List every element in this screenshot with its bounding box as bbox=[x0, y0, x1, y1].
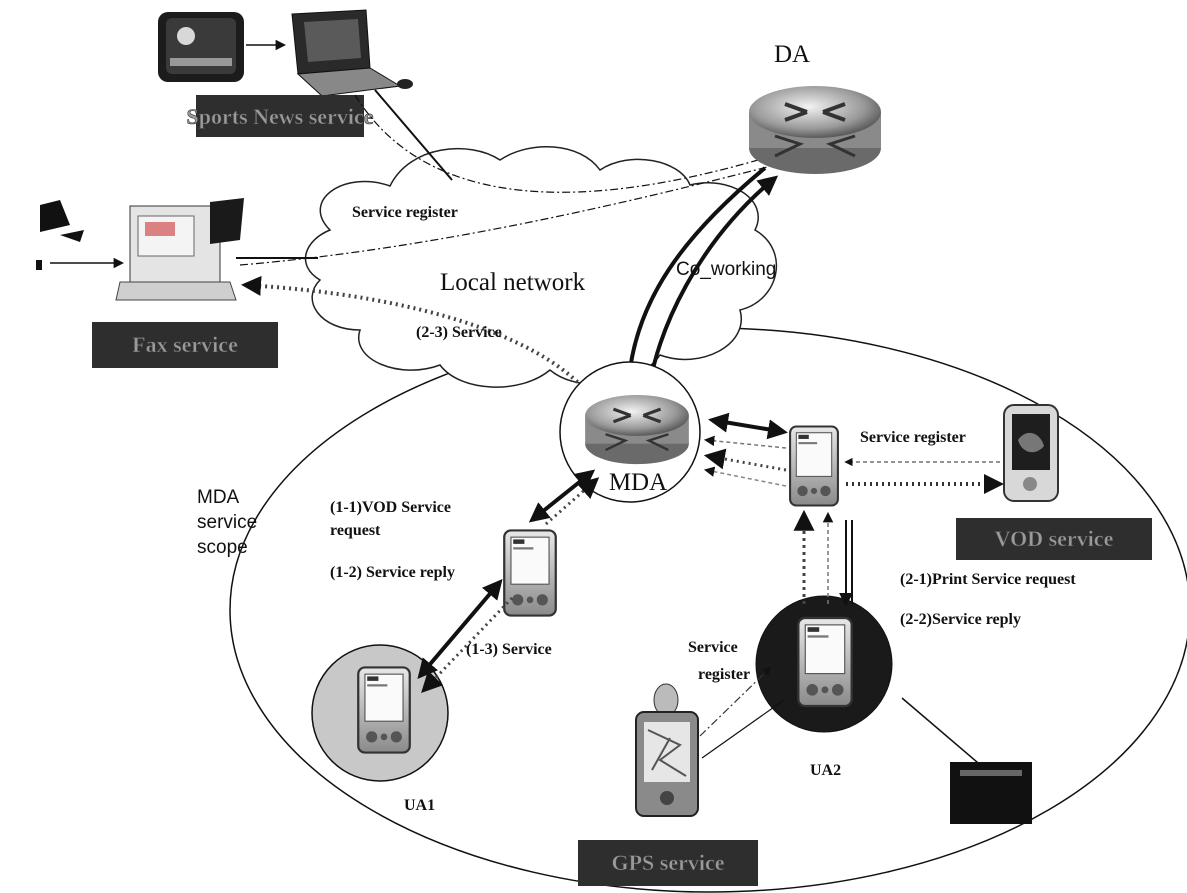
vod-device-icon bbox=[1003, 404, 1059, 502]
ua2-to-printer-line bbox=[901, 697, 985, 769]
sports-news-service-label: Sports News service bbox=[187, 104, 374, 129]
printer-icon bbox=[950, 762, 1032, 824]
ua1-proxy-pda-icon bbox=[503, 529, 557, 617]
proxy-ua1-double-arrow bbox=[417, 578, 503, 680]
da-label: DA bbox=[774, 41, 810, 68]
co-working-arrow-down bbox=[618, 166, 767, 399]
local-network-label: Local network bbox=[440, 269, 586, 296]
sports-register-dashed bbox=[354, 94, 776, 193]
fax-icon bbox=[115, 198, 244, 301]
fax-service-box: Fax service bbox=[92, 322, 278, 368]
ua2-pda-icon bbox=[797, 616, 853, 708]
service-reply-12-label: (1-2) Service reply bbox=[330, 564, 455, 581]
local-network-cloud bbox=[304, 145, 778, 388]
service-register-top-label: Service register bbox=[352, 204, 458, 221]
scope-label-line3: scope bbox=[197, 537, 248, 558]
scanner-icon bbox=[36, 200, 84, 270]
gps-service-box: GPS service bbox=[578, 840, 758, 886]
relay-to-mda-dashed-1 bbox=[703, 435, 787, 449]
mda-router-icon bbox=[583, 393, 691, 466]
mda-label: MDA bbox=[609, 469, 667, 496]
ua1-pda-icon bbox=[356, 666, 412, 754]
gps-to-ua2-line bbox=[701, 699, 785, 759]
relay-to-mda-dotted-2 bbox=[703, 448, 787, 472]
gps-service-label: GPS service bbox=[611, 850, 724, 875]
service-13-label: (1-3) Service bbox=[466, 641, 552, 658]
vod-request-dotted bbox=[545, 477, 600, 526]
relay-pda-icon bbox=[788, 425, 840, 507]
service-23-label: (2-3) Service bbox=[416, 324, 502, 341]
relay-to-mda-dashed-3 bbox=[703, 466, 787, 487]
da-router-icon bbox=[747, 84, 883, 176]
ua2-label: UA2 bbox=[810, 762, 841, 779]
gps-register-dashed bbox=[699, 666, 772, 737]
mda-relay-double-arrow bbox=[708, 412, 788, 440]
vod-service-box: VOD service bbox=[956, 518, 1152, 560]
fax-service-label: Fax service bbox=[132, 332, 238, 357]
service-register-vod-label: Service register bbox=[860, 429, 966, 446]
co-working-label: Co_working bbox=[676, 259, 776, 280]
laptop-to-cloud-line bbox=[374, 89, 453, 181]
vod-service-label: VOD service bbox=[995, 526, 1114, 551]
service-23-dotted bbox=[241, 275, 602, 411]
sports-news-service-box: Sports News service bbox=[186, 95, 374, 137]
vod-request-label-1: (1-1)VOD Service bbox=[330, 499, 451, 516]
service-reply-22-label: (2-2)Service reply bbox=[900, 611, 1021, 628]
ua1-label: UA1 bbox=[404, 797, 435, 814]
service-register-gps-label-1: Service bbox=[688, 639, 738, 656]
gps-icon bbox=[635, 683, 699, 817]
scope-label-line1: MDA bbox=[197, 487, 240, 508]
mda-proxy-double-arrow bbox=[528, 469, 596, 523]
print-request-label: (2-1)Print Service request bbox=[900, 571, 1076, 588]
laptop-icon bbox=[291, 9, 413, 97]
vod-request-label-2: request bbox=[330, 522, 381, 539]
scope-label-line2: service bbox=[197, 512, 257, 533]
tv-icon bbox=[158, 12, 244, 82]
service-register-gps-label-2: register bbox=[698, 666, 750, 683]
